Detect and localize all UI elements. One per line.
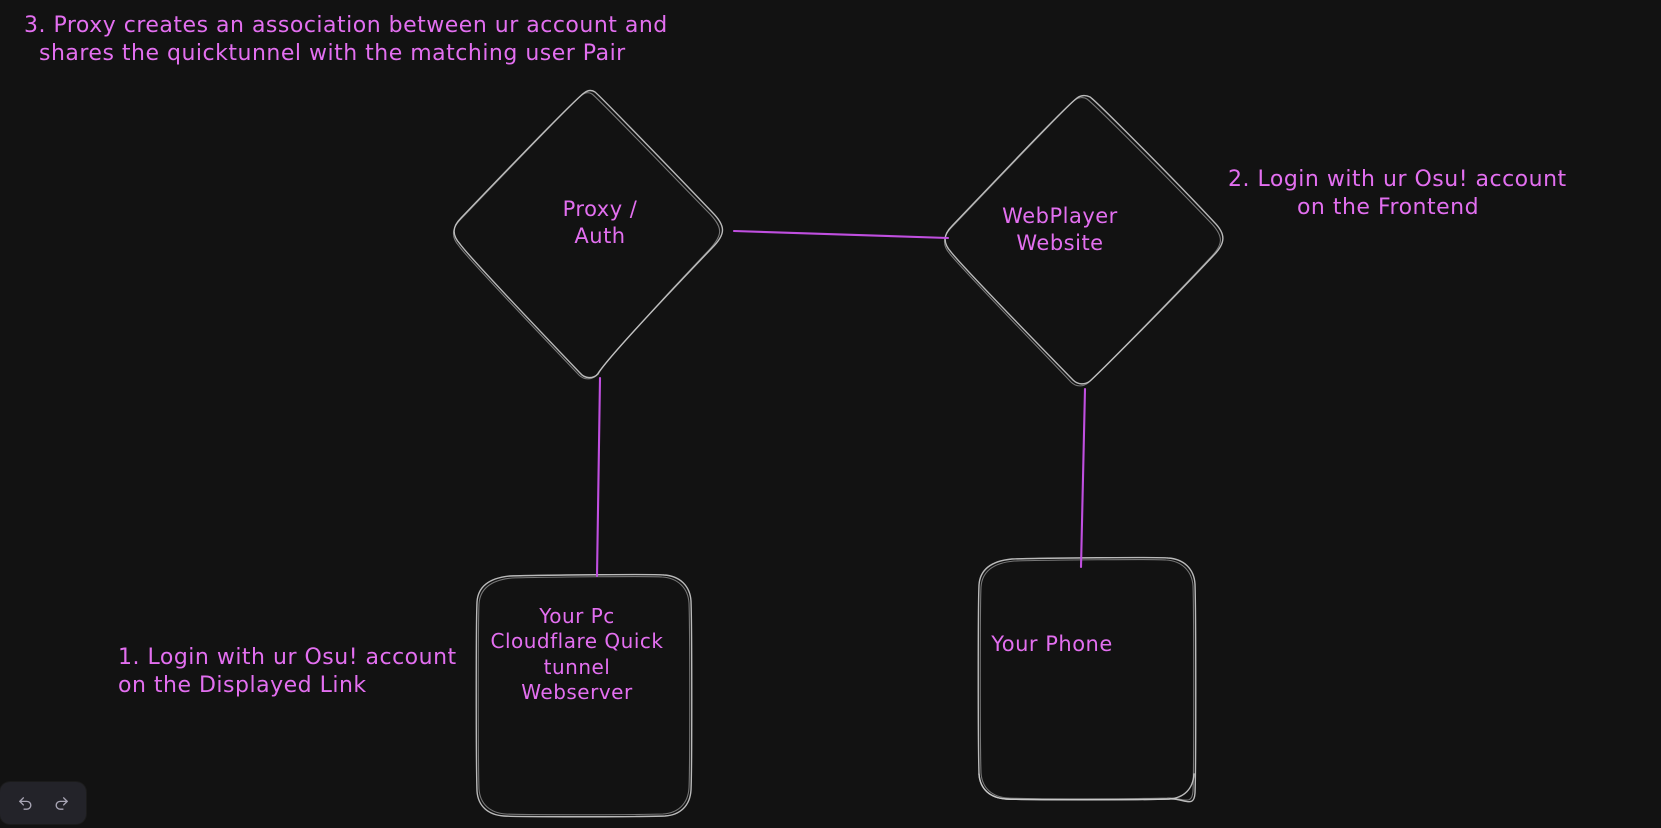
node-shape-webplayer-website[interactable]: [943, 94, 1224, 387]
connector-proxy-to-webplayer[interactable]: [732, 229, 950, 240]
node-shape-your-phone[interactable]: [977, 556, 1197, 803]
connector-proxy-to-yourpc[interactable]: [595, 376, 602, 578]
redo-arrow-icon: [53, 795, 70, 812]
node-label-your-phone: Your Phone: [991, 632, 1113, 656]
node-shape-your-pc[interactable]: [475, 573, 693, 818]
node-label-proxy-auth: Proxy / Auth: [562, 197, 638, 248]
annotation-step-2: 2. Login with ur Osu! account on the Fro…: [1228, 167, 1567, 220]
annotation-step-1: 1. Login with ur Osu! account on the Dis…: [118, 645, 457, 698]
undo-button[interactable]: [10, 789, 40, 817]
node-label-your-pc: Your Pc Cloudflare Quick tunnel Webserve…: [490, 604, 664, 705]
history-toolbar: [0, 782, 86, 824]
redo-button[interactable]: [46, 789, 76, 817]
annotation-step-3: 3. Proxy creates an association between …: [24, 13, 668, 66]
connector-webplayer-to-yourphone[interactable]: [1079, 387, 1087, 569]
undo-arrow-icon: [17, 795, 34, 812]
node-label-webplayer-website: WebPlayer Website: [1002, 204, 1118, 255]
node-shape-proxy-auth[interactable]: [452, 89, 724, 380]
